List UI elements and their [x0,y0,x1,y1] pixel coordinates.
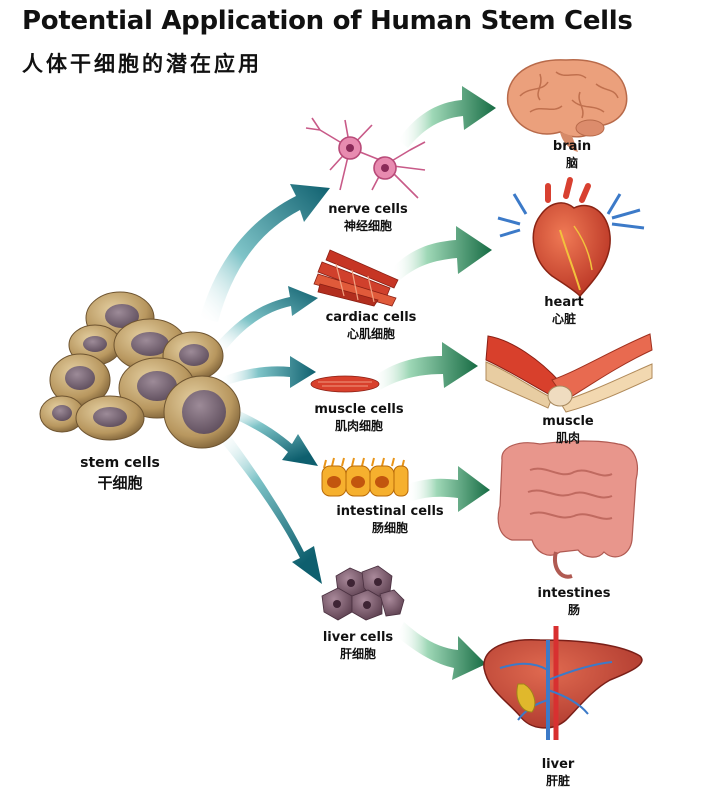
liver-label-zh: 肝脏 [545,774,570,788]
cardiac-cell-icon [313,249,399,307]
intestinal-cells-label-en: intestinal cells [336,504,444,519]
intestines-label: intestines 肠 [524,585,624,619]
liver-label-en: liver [541,757,575,772]
muscle-organ-icon [485,333,653,413]
liver-label: liver 肝脏 [518,756,598,790]
cell-to-organ-arrows [372,86,496,680]
muscle-cells-label-en: muscle cells [314,402,404,417]
intestines-icon [497,440,639,579]
muscle-label-zh: 肌肉 [555,431,580,445]
stem-cells-label: stem cells 干细胞 [70,455,170,492]
liver-organ-icon [483,626,643,740]
cardiac-cells-label: cardiac cells 心肌细胞 [306,309,436,343]
liver-cells-label-zh: 肝细胞 [339,647,376,661]
arrow-to-intestines [408,466,490,512]
intestinal-cell-icon [321,457,409,497]
muscle-cells-label: muscle cells 肌肉细胞 [296,401,422,435]
liver-cell-icon [321,565,405,621]
heart-icon [497,177,645,298]
cardiac-cells-label-zh: 心肌细胞 [346,327,395,341]
stem-cells-label-zh: 干细胞 [97,474,143,492]
stem-cells-label-en: stem cells [80,455,160,471]
heart-label-zh: 心脏 [551,312,576,326]
arrow-to-heart [392,226,492,280]
intestinal-cells-label-zh: 肠细胞 [371,521,408,535]
nerve-cells-label: nerve cells 神经细胞 [318,201,418,235]
intestines-label-en: intestines [537,586,611,601]
arrow-to-liver [396,622,486,680]
brain-label-en: brain [552,139,592,154]
arrow-to-muscle-cells [220,356,316,388]
heart-label-en: heart [544,295,584,310]
nerve-cells-label-zh: 神经细胞 [343,219,392,233]
brain-icon [506,59,628,152]
muscle-cell-icon [310,375,380,393]
intestines-label-zh: 肠 [567,603,580,617]
arrow-to-intestinal-cells [224,406,318,466]
nerve-cell-icon [305,117,426,199]
stem-cell-cluster [39,291,241,449]
intestinal-cells-label: intestinal cells 肠细胞 [322,503,458,537]
muscle-label: muscle 肌肉 [528,413,608,447]
brain-label: brain 脑 [532,138,612,172]
cardiac-cells-label-en: cardiac cells [325,310,417,325]
muscle-label-en: muscle [542,414,594,429]
brain-label-zh: 脑 [565,156,578,170]
page-title: Potential Application of Human Stem Cell… [22,6,633,36]
arrow-to-nerve-cells [200,184,330,322]
arrow-to-cardiac-cells [215,286,318,352]
liver-cells-label-en: liver cells [322,630,394,645]
heart-label: heart 心脏 [524,294,604,328]
arrow-to-brain [398,86,496,148]
arrow-to-muscle [372,342,478,390]
page-subtitle: 人体干细胞的潜在应用 [22,52,262,76]
stem-to-cell-arrows [200,184,330,584]
nerve-cells-label-en: nerve cells [328,202,408,217]
liver-cells-label: liver cells 肝细胞 [308,629,408,663]
arrow-to-liver-cells [218,430,322,584]
muscle-cells-label-zh: 肌肉细胞 [334,419,383,433]
